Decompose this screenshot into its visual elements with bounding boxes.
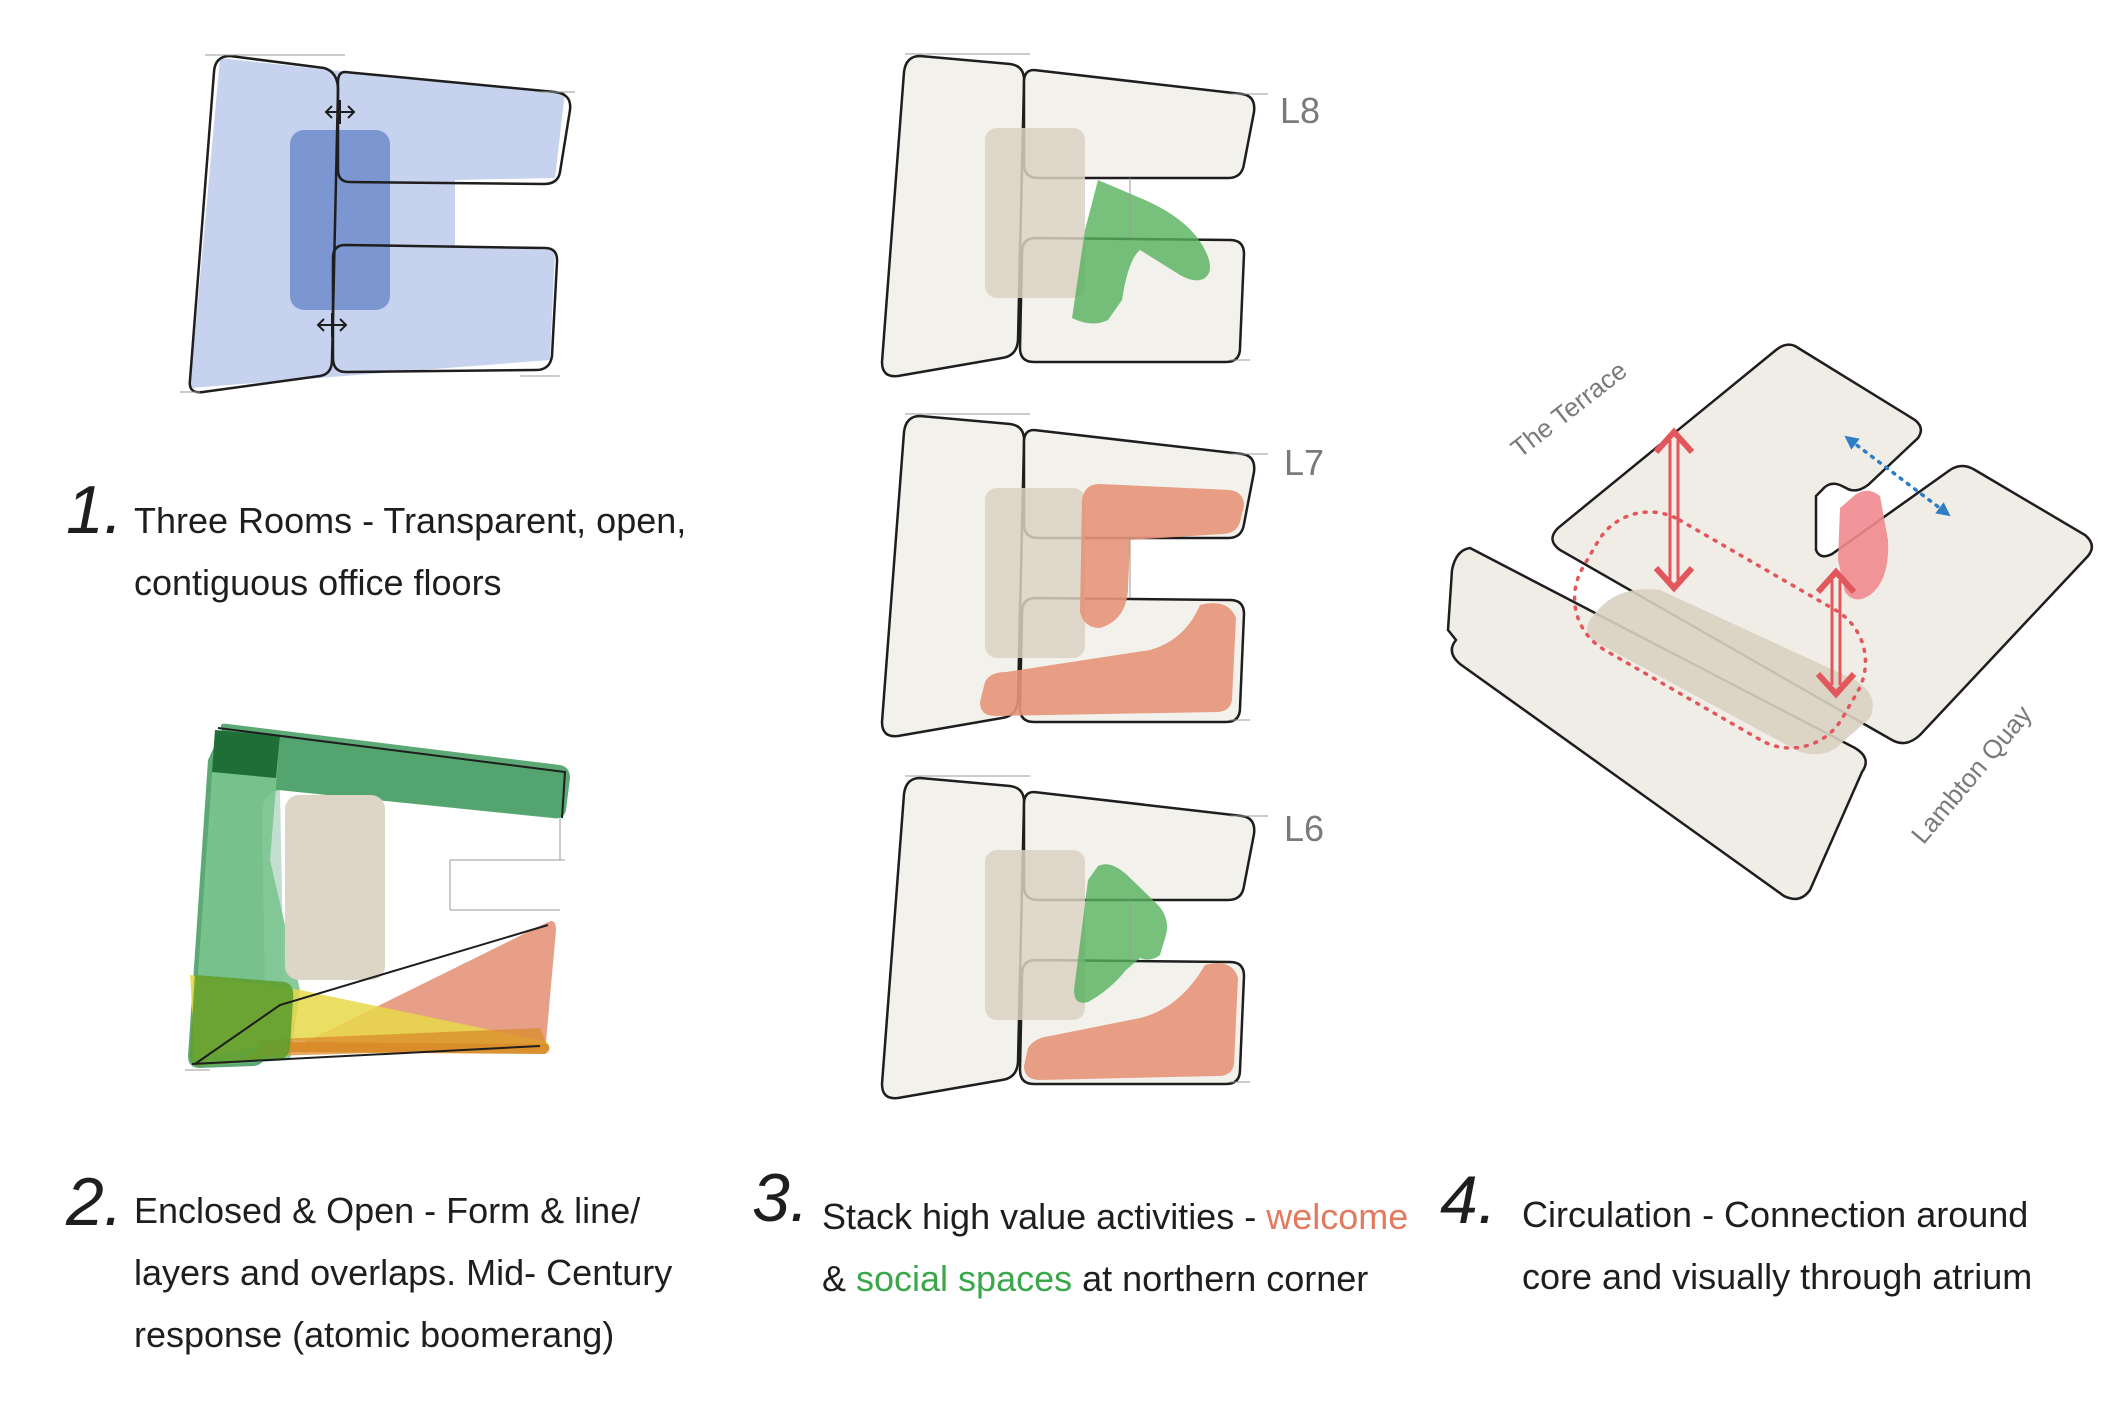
social-highlight: social spaces — [856, 1258, 1073, 1299]
caption-line: & social spaces at northern corner — [822, 1248, 1368, 1310]
diagram-4-circulation — [1446, 343, 2094, 901]
construction-lines — [185, 818, 565, 1071]
core-red — [1838, 490, 1889, 600]
social-space-green — [1072, 180, 1210, 324]
construction-lines — [905, 413, 1268, 721]
caption-line: response (atomic boomerang) — [134, 1314, 615, 1355]
visual-connection-arrow — [1844, 435, 1951, 517]
core-beige — [985, 488, 1085, 658]
outline-lines — [191, 727, 567, 1065]
caption-line: core and visually through atrium — [1522, 1256, 2033, 1297]
welcome-space-salmon — [1024, 963, 1238, 1080]
caption-line: contiguous office floors — [134, 562, 502, 603]
circulation-double-arrow-icon — [1815, 567, 1857, 699]
diagram-2-enclosed-open — [185, 723, 570, 1071]
caption-text: Stack high value activities - — [822, 1196, 1267, 1237]
diagram-3-level-6 — [880, 775, 1268, 1100]
construction-lines — [180, 54, 575, 393]
diagram-1-three-rooms — [180, 54, 575, 394]
horizontal-double-arrow-icon — [324, 100, 356, 124]
caption-line: Stack high value activities - welcome — [822, 1186, 1408, 1248]
diagram-number: 1. — [66, 472, 123, 548]
green-overlap — [190, 975, 294, 1066]
social-space-green — [1074, 864, 1167, 1003]
floor-lower — [1446, 546, 1867, 901]
caption-line: Three Rooms - Transparent, open, — [134, 500, 687, 541]
core-beige — [985, 128, 1085, 298]
core-beige — [985, 850, 1085, 1020]
room-north — [336, 70, 572, 186]
core-beige — [285, 795, 385, 980]
diagram-3-level-8 — [880, 53, 1268, 378]
diagram-number: 4. — [1440, 1162, 1497, 1238]
atrium-beige — [1587, 589, 1873, 755]
level-label-l6: L6 — [1284, 808, 1325, 849]
construction-lines — [905, 53, 1268, 361]
horizontal-double-arrow-icon — [316, 313, 348, 337]
room-west — [188, 54, 340, 394]
construction-lines — [905, 775, 1268, 1083]
level-label-l8: L8 — [1280, 90, 1321, 131]
caption-line: Circulation - Connection around — [1522, 1194, 2029, 1235]
caption-line: layers and overlaps. Mid- Century — [134, 1252, 673, 1293]
room-south — [331, 243, 559, 374]
diagram-number: 3. — [752, 1160, 809, 1236]
diagram-3-level-7 — [880, 413, 1268, 738]
room-outlines — [188, 54, 572, 394]
circulation-loop — [1572, 510, 1868, 750]
caption-text: at northern corner — [1072, 1258, 1369, 1299]
welcome-space-salmon — [1080, 484, 1244, 628]
diagram-number: 2. — [66, 1164, 123, 1240]
core-blue — [290, 130, 390, 310]
circulation-double-arrow-icon — [1653, 427, 1695, 593]
welcome-space-salmon — [980, 603, 1236, 716]
floor-outlines — [880, 776, 1256, 1100]
caption-text: & — [822, 1258, 857, 1299]
level-label-l7: L7 — [1284, 442, 1325, 483]
caption-line: Enclosed & Open - Form & line/ — [134, 1190, 641, 1231]
welcome-highlight: welcome — [1266, 1196, 1409, 1237]
